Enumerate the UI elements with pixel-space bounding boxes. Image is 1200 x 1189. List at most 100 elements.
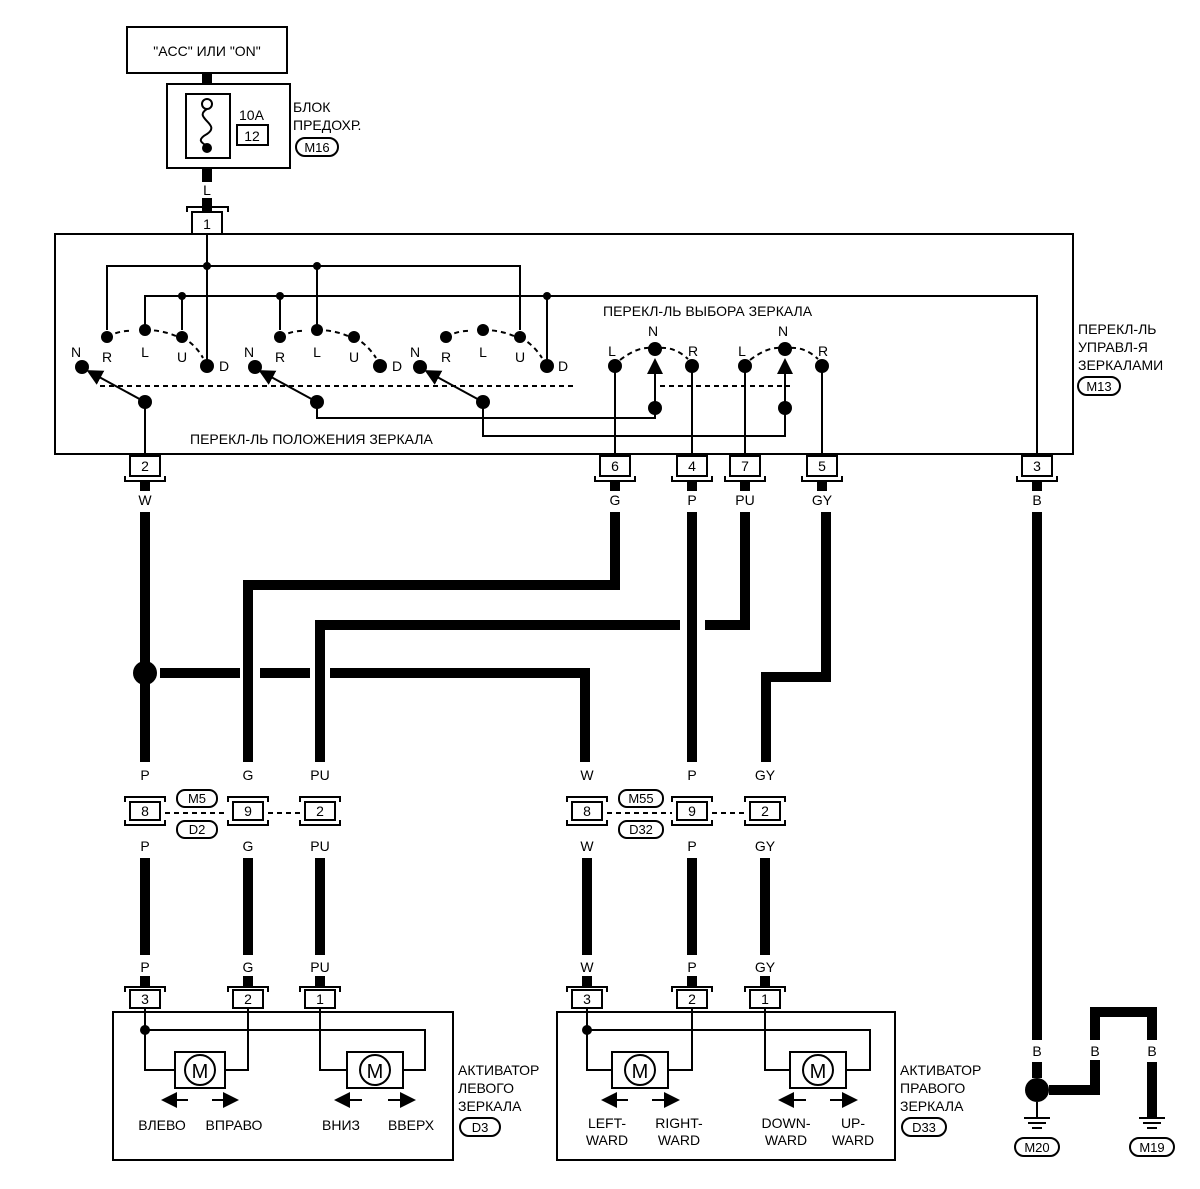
- power-source-label: "ACC" ИЛИ "ON": [153, 43, 261, 59]
- right-joint-pin-2: 2: [761, 803, 769, 819]
- wire-label-left-act-3: PU: [310, 959, 329, 975]
- ground-M20-wire: B: [1032, 1043, 1041, 1059]
- wire-label-left-joint-bot-1: P: [140, 838, 149, 854]
- contact-R-3: R: [441, 349, 451, 365]
- left-joint-connector-bottom: D2: [189, 822, 206, 837]
- switch-top-pin-number: 1: [203, 216, 211, 232]
- fuse-amp: 10A: [239, 107, 265, 123]
- contact-N-1: N: [71, 344, 81, 360]
- switch-pin-3-number: 3: [1033, 458, 1041, 474]
- ground-M19: B B M19: [1090, 1007, 1175, 1157]
- contact-L-3: L: [479, 344, 487, 360]
- switch-pin-2-number: 2: [141, 458, 149, 474]
- power-source: "ACC" ИЛИ "ON": [126, 26, 288, 74]
- switch-pin-7: 7: [724, 455, 766, 482]
- right-act-dir-left-2: WARD: [586, 1132, 628, 1148]
- left-motor-2: M: [367, 1061, 384, 1083]
- wire-label-left-joint-bot-2: G: [243, 838, 254, 854]
- left-act-connector-badge: [459, 1117, 501, 1137]
- harness-wires: [133, 512, 1042, 1040]
- left-joint-pin-8: 8: [141, 803, 149, 819]
- wire-label-right-joint-top-1: W: [580, 767, 594, 783]
- left-motor-1: M: [192, 1061, 209, 1083]
- position-title: ПЕРЕКЛ-ЛЬ ПОЛОЖЕНИЯ ЗЕРКАЛА: [190, 431, 433, 447]
- left-act-dir-right: ВПРАВО: [206, 1117, 263, 1133]
- switch-pin-6: 6: [594, 455, 636, 482]
- switch-pin-5: 5: [801, 455, 843, 482]
- right-joint-connector: 8 9 2 M55 D32: [566, 789, 786, 839]
- left-act-dir-up: ВВЕРХ: [388, 1117, 435, 1133]
- right-motor-1: M: [632, 1061, 649, 1083]
- switch-pin-7-number: 7: [741, 458, 749, 474]
- switch-label-2: УПРАВЛ-Я: [1078, 339, 1148, 355]
- ground-M19-connector: M19: [1139, 1140, 1164, 1155]
- contact-L-2: L: [313, 344, 321, 360]
- left-act-label-1: АКТИВАТОР: [458, 1062, 539, 1078]
- contact-U-2: U: [349, 349, 359, 365]
- wire-label-P-switch: P: [687, 492, 696, 508]
- left-act-label-2: ЛЕВОГО: [458, 1080, 514, 1096]
- ground-extra-wire: B: [1090, 1043, 1099, 1059]
- switch-pin-4: 4: [671, 455, 713, 482]
- fuse-label-2: ПРЕДОХР.: [293, 117, 361, 133]
- position-switch-group-3: N R L U D: [410, 324, 786, 437]
- contact-U-3: U: [515, 349, 525, 365]
- wire-label-W-switch: W: [138, 492, 152, 508]
- right-act-dir-up-2: WARD: [832, 1132, 874, 1148]
- wire-label-right-act-1: W: [580, 959, 594, 975]
- wire-label-left-joint-bot-3: PU: [310, 838, 329, 854]
- wire-label-left-act-1: P: [140, 959, 149, 975]
- wire-label-left-joint-top-2: G: [243, 767, 254, 783]
- right-act-label-1: АКТИВАТОР: [900, 1062, 981, 1078]
- left-act-dir-down: ВНИЗ: [322, 1117, 360, 1133]
- contact-N-3: N: [410, 344, 420, 360]
- right-act-dir-up-1: UP-: [841, 1115, 865, 1131]
- selector-2-N: N: [778, 323, 788, 339]
- selector-2-R: R: [818, 343, 828, 359]
- left-act-label-3: ЗЕРКАЛА: [458, 1098, 522, 1114]
- left-act-pin-2: 2: [244, 991, 252, 1007]
- selector-switch-2: L N R: [738, 323, 829, 458]
- right-act-label-3: ЗЕРКАЛА: [900, 1098, 964, 1114]
- wire-label-left-joint-top-3: PU: [310, 767, 329, 783]
- switch-connector: M13: [1086, 379, 1111, 394]
- switch-pin-2: 2: [124, 455, 166, 482]
- fuse-label-1: БЛОК: [293, 99, 331, 115]
- right-act-dir-down-1: DOWN-: [762, 1115, 811, 1131]
- right-act-connector-badge: [901, 1117, 947, 1137]
- wire-label-right-act-3: GY: [755, 959, 776, 975]
- selector-2-L: L: [738, 343, 746, 359]
- contact-N-2: N: [244, 344, 254, 360]
- wire-label-left-act-2: G: [243, 959, 254, 975]
- wire-label-right-joint-bot-2: P: [687, 838, 696, 854]
- left-act-dir-left: ВЛЕВО: [138, 1117, 186, 1133]
- selector-switch-1: L N R: [608, 323, 699, 458]
- left-joint-pin-2: 2: [316, 803, 324, 819]
- wire-label-B-switch: B: [1032, 492, 1041, 508]
- left-act-pin-1: 1: [316, 991, 324, 1007]
- wire-label-G-switch: G: [610, 492, 621, 508]
- right-motor-2: M: [810, 1061, 827, 1083]
- left-act-connector: D3: [472, 1120, 489, 1135]
- left-act-pin-3: 3: [141, 991, 149, 1007]
- contact-L-1: L: [141, 344, 149, 360]
- wire-label-right-joint-bot-1: W: [580, 838, 594, 854]
- fuse-connector: M16: [304, 140, 329, 155]
- position-switch-group-1: N R L U D: [71, 324, 229, 458]
- wire-label-GY-switch: GY: [812, 492, 833, 508]
- right-act-pin-1: 1: [761, 991, 769, 1007]
- ground-M20: B M20: [1014, 1043, 1100, 1157]
- right-joint-connector-bottom: D32: [629, 822, 653, 837]
- left-mirror-actuator: 3 2 1 M M ВЛЕВО ВПРАВО ВНИЗ ВВЕРХ: [112, 986, 454, 1161]
- fuse-number: 12: [244, 128, 260, 144]
- right-act-connector: D33: [912, 1120, 936, 1135]
- contact-D-2: D: [392, 358, 402, 374]
- selector-1-R: R: [688, 343, 698, 359]
- switch-label-3: ЗЕРКАЛАМИ: [1078, 357, 1163, 373]
- fuse-block: 10A 12: [166, 83, 291, 169]
- switch-top-pin: 1: [186, 206, 229, 235]
- wire-label-right-joint-top-3: GY: [755, 767, 776, 783]
- right-act-label-2: ПРАВОГО: [900, 1080, 965, 1096]
- contact-U-1: U: [177, 349, 187, 365]
